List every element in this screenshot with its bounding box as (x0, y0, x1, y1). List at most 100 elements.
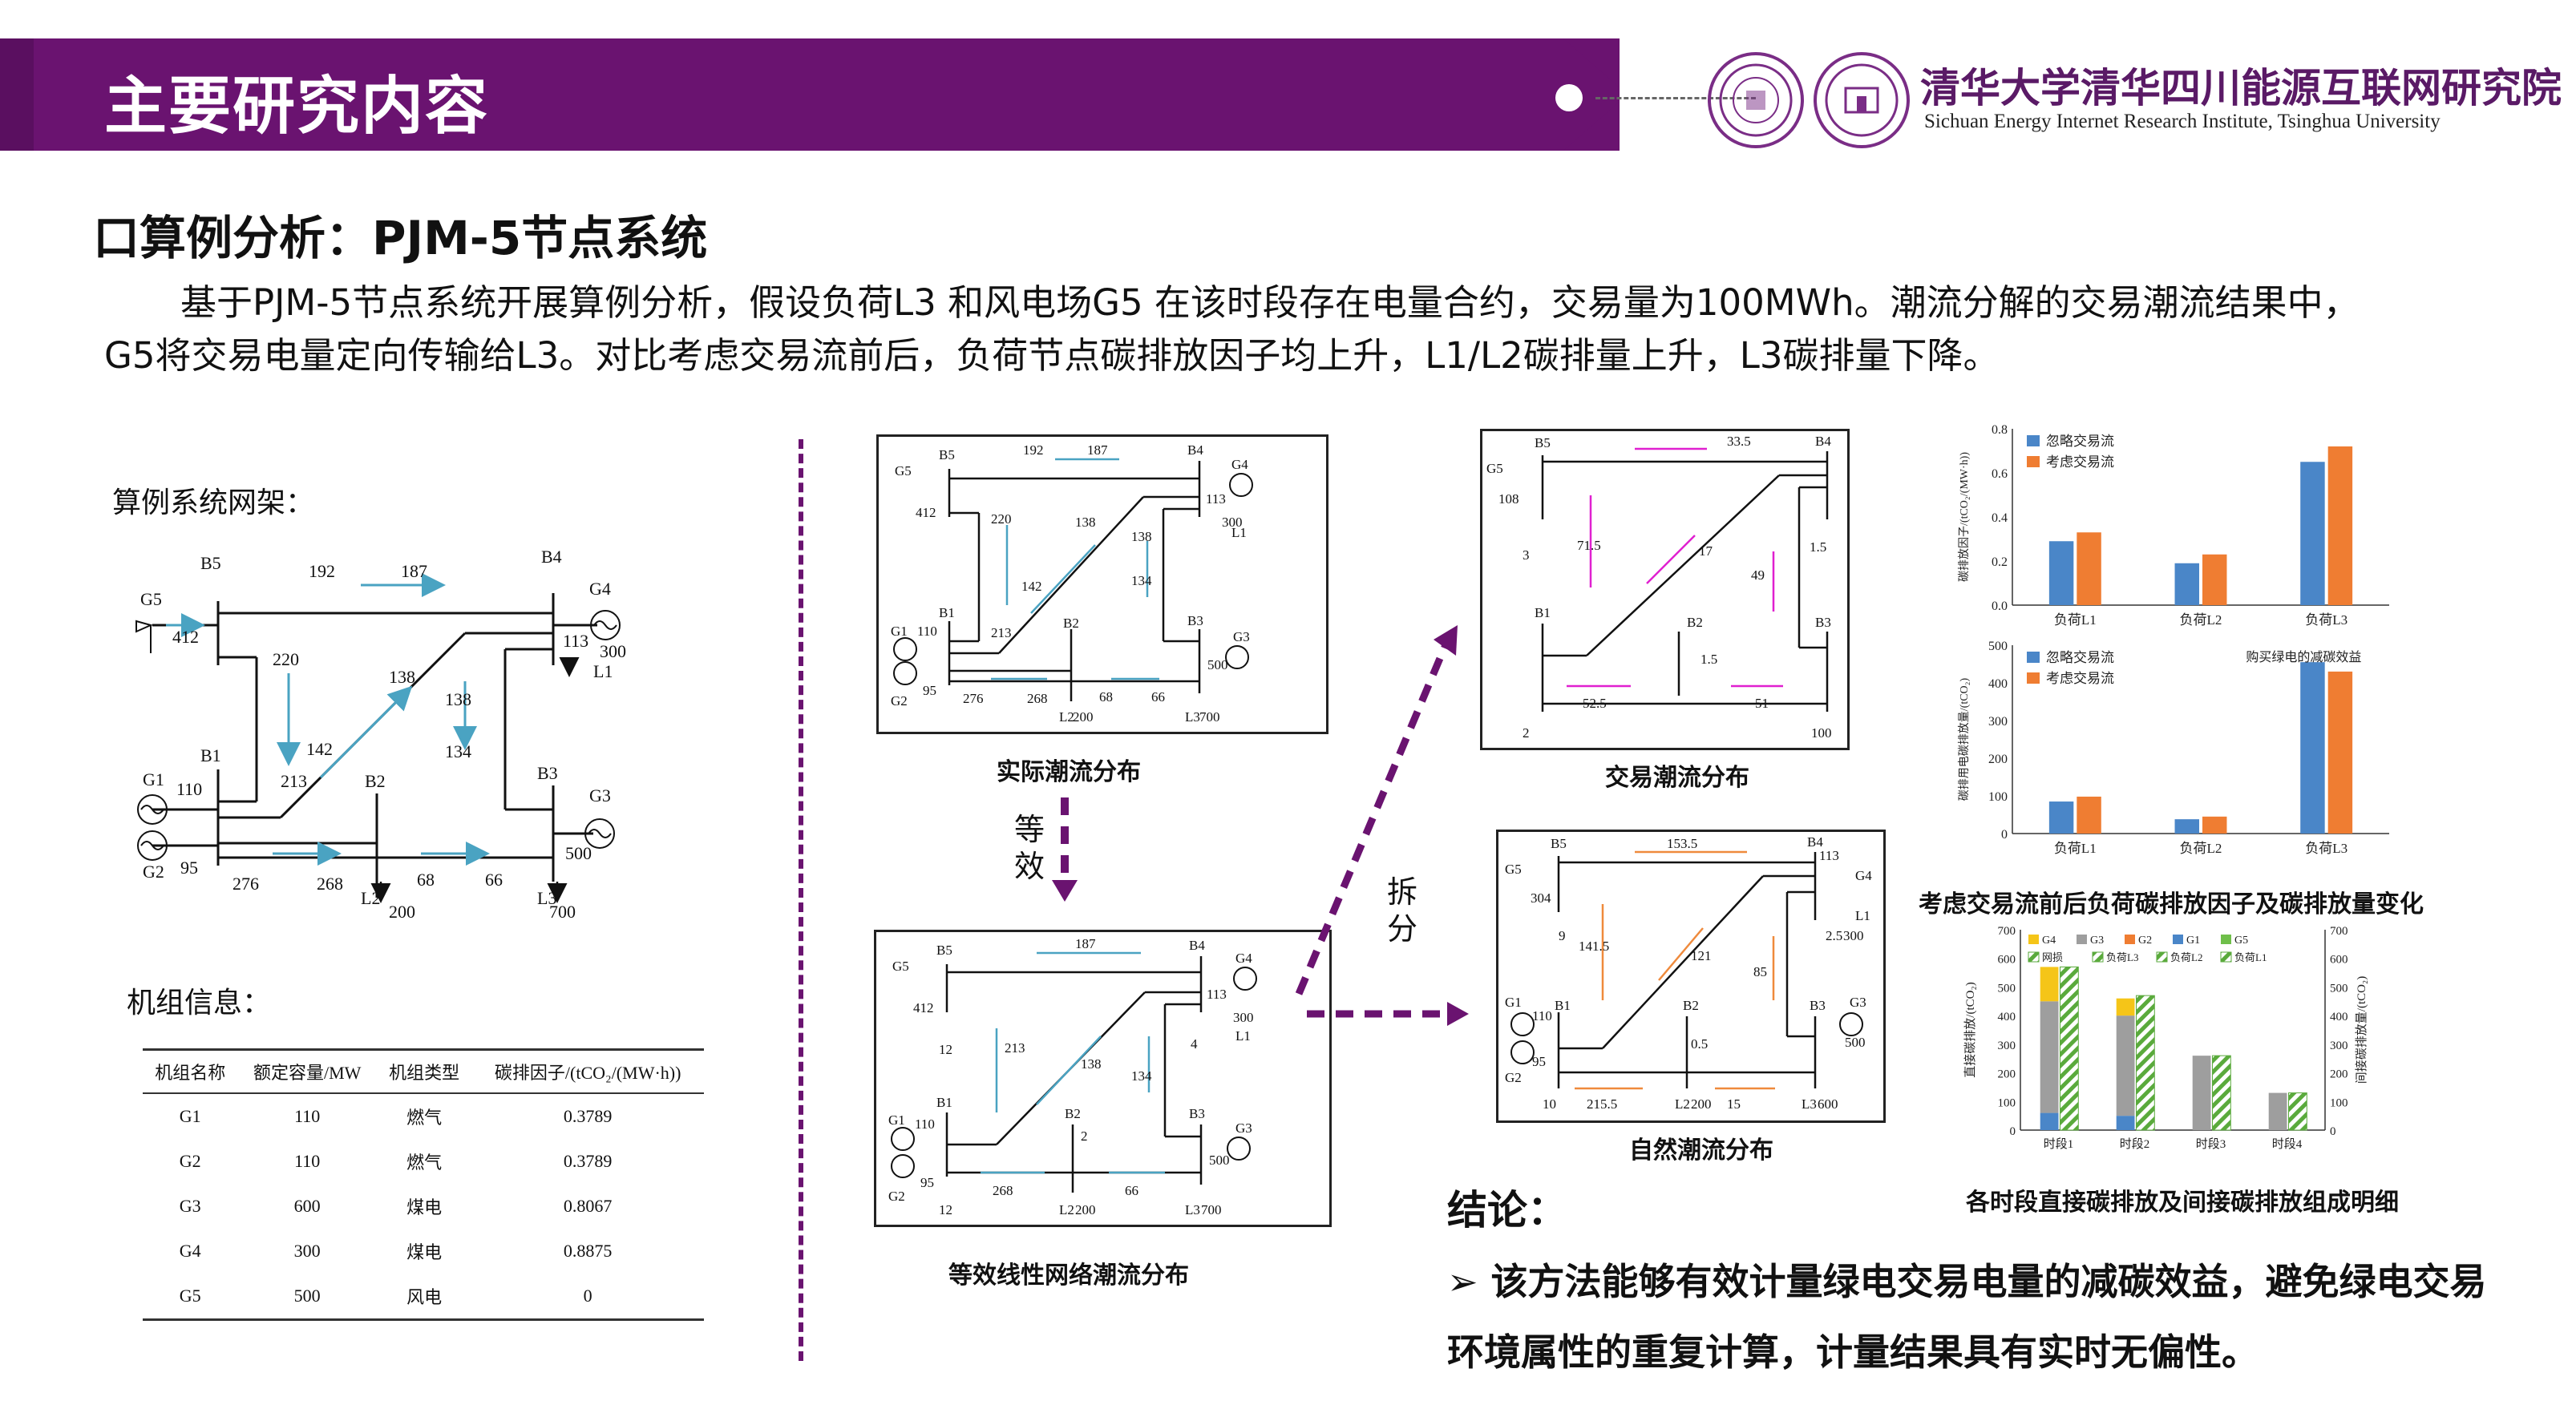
legend-swatch (2221, 935, 2231, 944)
svg-text:G4: G4 (1231, 457, 1248, 472)
svg-text:G1: G1 (891, 624, 908, 639)
bar (2077, 796, 2101, 834)
svg-text:49: 49 (1751, 567, 1765, 583)
y-tick-label: 700 (1998, 925, 2016, 938)
svg-text:G2: G2 (888, 1189, 905, 1204)
svg-text:66: 66 (1125, 1183, 1138, 1198)
table-header: 碳排因子/(tCO₂/(MW·h)) (471, 1048, 704, 1094)
svg-text:268: 268 (317, 874, 343, 894)
y-tick-label: 300 (1998, 1040, 2016, 1052)
y-tick-label: 400 (1998, 1011, 2016, 1023)
intro-line-2: G5将交易电量定向传输给L3。对比考虑交易流前后，负荷节点碳排放因子均上升，L1… (104, 334, 2000, 377)
annotation: 购买绿电的减碳效益 (2246, 650, 2361, 664)
y-tick-label-right: 100 (2330, 1096, 2348, 1109)
svg-text:15: 15 (1727, 1096, 1741, 1112)
svg-text:220: 220 (273, 649, 299, 669)
svg-text:300: 300 (1222, 515, 1243, 530)
y-tick-label: 0 (2010, 1125, 2016, 1138)
svg-text:192: 192 (309, 561, 335, 581)
legend-swatch (2028, 935, 2039, 944)
svg-text:G3: G3 (1233, 629, 1250, 644)
svg-text:B3: B3 (1187, 613, 1203, 628)
legend-label: 考虑交易流 (2046, 454, 2114, 470)
svg-text:B4: B4 (1815, 434, 1831, 449)
decompose-arrow-icon (1295, 625, 1469, 1026)
svg-text:G2: G2 (143, 862, 164, 882)
y-tick-label: 0 (2001, 828, 2008, 842)
svg-text:B5: B5 (939, 447, 955, 462)
legend-label: 负荷L2 (2170, 951, 2202, 963)
x-tick-label: 时段1 (2044, 1137, 2074, 1151)
svg-text:G2: G2 (1505, 1070, 1522, 1085)
svg-text:3: 3 (1523, 547, 1530, 563)
svg-text:121: 121 (1691, 948, 1712, 963)
y-tick-label: 0.8 (1992, 423, 2008, 437)
svg-text:200: 200 (1075, 1202, 1096, 1217)
svg-text:213: 213 (1005, 1040, 1025, 1056)
indirect-bar (2060, 966, 2079, 1131)
table-header: 机组类型 (376, 1048, 472, 1094)
svg-text:134: 134 (1131, 1068, 1152, 1084)
legend-label: 网损 (2042, 951, 2063, 963)
svg-text:B2: B2 (1063, 616, 1079, 631)
bar (2174, 563, 2199, 605)
svg-text:300: 300 (1233, 1010, 1254, 1025)
legend-swatch (2027, 672, 2040, 684)
svg-text:95: 95 (180, 858, 198, 878)
svg-text:300: 300 (1843, 928, 1864, 943)
svg-text:95: 95 (920, 1175, 934, 1190)
bar (2300, 662, 2325, 834)
x-tick-label: 负荷L1 (2054, 612, 2097, 628)
svg-text:268: 268 (1027, 691, 1048, 706)
legend-swatch (2077, 935, 2087, 944)
svg-text:4: 4 (1191, 1036, 1198, 1052)
university-seal-icon (1708, 52, 1804, 148)
bar (2174, 819, 2199, 834)
table-header: 机组名称 (143, 1048, 238, 1094)
svg-text:138: 138 (1081, 1056, 1102, 1072)
svg-text:500: 500 (565, 843, 592, 863)
svg-text:B4: B4 (1189, 938, 1205, 953)
y-tick-label: 200 (1998, 1068, 2016, 1081)
svg-text:52.5: 52.5 (1583, 696, 1607, 711)
svg-text:2: 2 (1081, 1128, 1088, 1144)
svg-text:B3: B3 (1815, 615, 1831, 630)
bar (2327, 671, 2353, 834)
svg-text:142: 142 (306, 739, 333, 759)
svg-text:110: 110 (176, 779, 202, 799)
y-tick-label-right: 700 (2330, 925, 2348, 938)
y-tick-label: 200 (1988, 753, 2008, 766)
svg-text:138: 138 (389, 667, 415, 687)
institute-name: 清华大学清华四川能源互联网研究院 (1920, 64, 2562, 111)
svg-text:L3: L3 (1802, 1096, 1817, 1112)
svg-text:B4: B4 (541, 547, 562, 567)
svg-text:276: 276 (233, 874, 259, 894)
svg-text:2: 2 (1523, 725, 1530, 741)
svg-text:412: 412 (916, 505, 936, 520)
legend-label: G2 (2138, 935, 2152, 947)
stack-segment (2268, 1092, 2287, 1130)
equiv-arrow-icon (1052, 797, 1078, 902)
svg-text:304: 304 (1531, 890, 1551, 906)
x-tick-label: 时段4 (2272, 1137, 2303, 1151)
legend-swatch (2027, 456, 2040, 467)
svg-text:12: 12 (939, 1042, 952, 1057)
svg-text:68: 68 (1099, 689, 1113, 705)
x-tick-label: 负荷L2 (2180, 612, 2222, 628)
svg-text:113: 113 (1206, 491, 1226, 507)
caption-natural: 自然潮流分布 (1629, 1137, 1773, 1165)
legend-label: G4 (2042, 935, 2056, 947)
x-tick-label: 时段2 (2120, 1137, 2150, 1151)
svg-text:113: 113 (563, 631, 588, 651)
svg-text:G2: G2 (891, 693, 908, 709)
y-tick-label: 0.0 (1992, 600, 2008, 613)
svg-text:134: 134 (1131, 573, 1152, 588)
conclusion-text: ➢ 该方法能够有效计量绿电交易电量的减碳效益，避免绿电交易环境属性的重复计算，计… (1447, 1260, 2487, 1374)
svg-text:142: 142 (1021, 579, 1042, 594)
